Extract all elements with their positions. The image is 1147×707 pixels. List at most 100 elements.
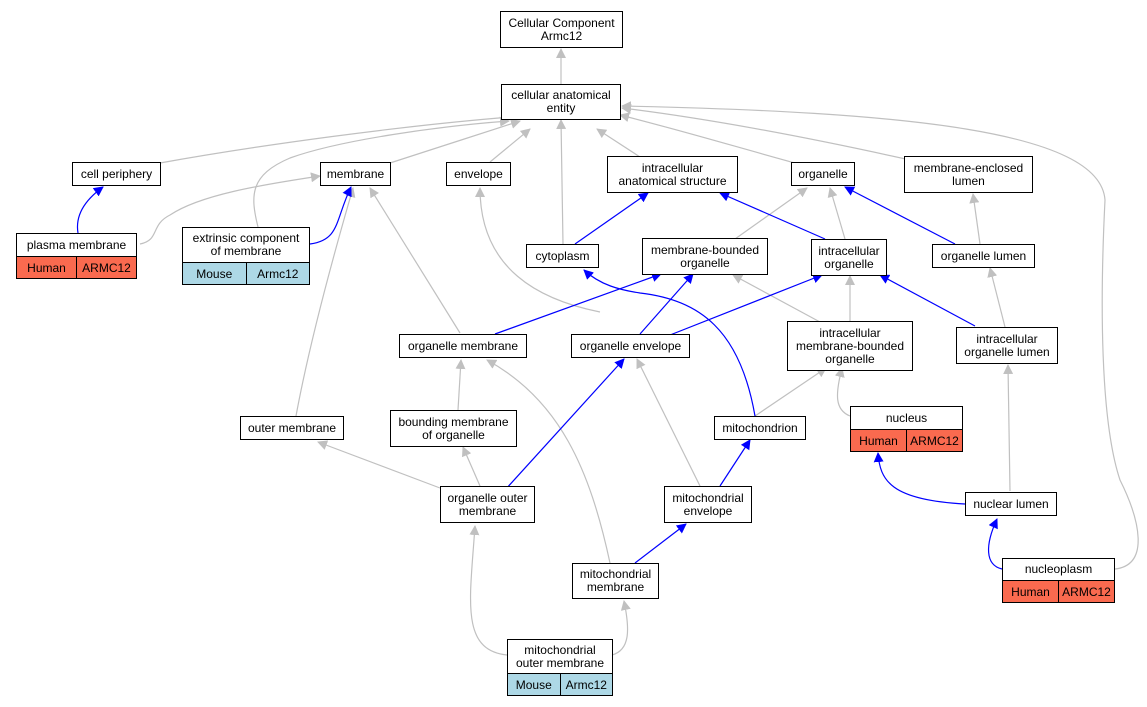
node-label: plasma membrane: [26, 237, 127, 252]
node-label: Cellular Component Armc12: [508, 15, 615, 43]
node-label: extrinsic component of membrane: [192, 231, 300, 258]
edge-ias-cae: [596, 128, 641, 158]
gene-cell: ARMC12: [906, 430, 962, 451]
node-intracellular-organelle-lumen[interactable]: intracellular organelle lumen: [956, 327, 1058, 364]
node-mitochondrion[interactable]: mitochondrion: [714, 416, 806, 440]
node-organelle-outer-membrane[interactable]: organelle outer membrane: [440, 486, 535, 523]
species-cell: Human: [17, 257, 76, 278]
node-plasma-membrane[interactable]: plasma membrane Human ARMC12: [16, 233, 137, 279]
node-mitochondrial-outer-membrane[interactable]: mitochondrial outer membrane Mouse Armc1…: [507, 639, 613, 696]
edge-plasmamembrane-cellperiphery: [76, 186, 104, 234]
edge-outermembrane-membrane: [295, 187, 356, 417]
edge-extrinsic-cae: [253, 116, 510, 228]
edge-organelleenvelope-envelope: [475, 187, 601, 313]
node-mitochondrial-membrane[interactable]: mitochondrial membrane: [572, 563, 659, 599]
species-cell: Mouse: [508, 674, 560, 695]
edge-oom-organelleenvelope: [504, 358, 625, 491]
edge-plasmamembrane-membrane: [139, 172, 321, 245]
gene-cell: ARMC12: [76, 257, 136, 278]
node-nuclear-lumen[interactable]: nuclear lumen: [965, 492, 1057, 516]
node-label: cell periphery: [80, 166, 153, 181]
node-label: nucleoplasm: [1024, 562, 1093, 576]
edge-nucleus-imbo: [834, 367, 851, 417]
node-mitochondrial-envelope[interactable]: mitochondrial envelope: [664, 486, 752, 523]
node-membrane[interactable]: membrane: [320, 162, 391, 186]
edge-nucleoplasm-cae: [621, 101, 1139, 570]
node-label: intracellular membrane-bounded organelle: [795, 325, 905, 366]
species-cell: Human: [1003, 581, 1058, 602]
gene-cell: Armc12: [245, 263, 309, 284]
node-outer-membrane[interactable]: outer membrane: [240, 416, 344, 440]
node-label: intracellular organelle: [818, 243, 880, 271]
node-organelle-membrane[interactable]: organelle membrane: [399, 334, 527, 358]
node-label: intracellular organelle lumen: [964, 331, 1050, 359]
annotation-row: Mouse Armc12: [183, 262, 309, 284]
node-organelle-lumen[interactable]: organelle lumen: [932, 244, 1035, 268]
edge-io-ias: [719, 192, 826, 240]
node-label: nucleus: [885, 410, 928, 425]
node-label: intracellular anatomical structure: [618, 160, 727, 188]
annotation-row: Human ARMC12: [851, 429, 962, 451]
node-organelle[interactable]: organelle: [791, 162, 855, 186]
edge-oom-outermembrane: [317, 440, 441, 489]
node-label: membrane-bounded organelle: [650, 242, 760, 270]
edge-nucleoplasm-nuclearlumen: [987, 518, 1003, 570]
node-membrane-bounded-organelle[interactable]: membrane-bounded organelle: [642, 238, 768, 275]
edge-nuclearlumen-iol: [1003, 364, 1014, 492]
node-label: mitochondrial outer membrane: [515, 642, 605, 670]
node-label: envelope: [454, 166, 503, 181]
edge-imbo-mbo: [732, 274, 821, 323]
edge-mom-mitomembrane: [611, 600, 631, 656]
node-label: mitochondrial envelope: [672, 490, 744, 518]
gene-cell: ARMC12: [1058, 581, 1114, 602]
node-label: mitochondrion: [722, 420, 798, 435]
edge-iol-io: [879, 274, 976, 327]
node-extrinsic-component-of-membrane[interactable]: extrinsic component of membrane Mouse Ar…: [182, 227, 310, 285]
node-nucleus[interactable]: nucleus Human ARMC12: [850, 406, 963, 452]
edge-extrinsic-membrane: [309, 186, 352, 245]
node-intracellular-anatomical-structure[interactable]: intracellular anatomical structure: [607, 156, 738, 193]
edge-iol-organellelumen: [987, 267, 1006, 328]
edge-boundingmembrane-organellemembrane: [455, 359, 466, 411]
node-label: mitochondrial membrane: [579, 567, 652, 594]
node-cellular-component-armc12[interactable]: Cellular Component Armc12: [500, 11, 623, 48]
node-label: membrane: [326, 166, 385, 181]
node-intracellular-organelle[interactable]: intracellular organelle: [811, 239, 887, 276]
node-cellular-anatomical-entity[interactable]: cellular anatomical entity: [501, 84, 621, 120]
node-label: bounding membrane of organelle: [398, 414, 509, 442]
species-cell: Human: [851, 430, 906, 451]
node-intracellular-membrane-bounded-organelle[interactable]: intracellular membrane-bounded organelle: [787, 321, 913, 371]
edge-nuclearlumen-nucleus: [873, 452, 966, 505]
edge-organellelumen-organelle: [844, 186, 956, 245]
node-nucleoplasm[interactable]: nucleoplasm Human ARMC12: [1002, 558, 1115, 603]
node-membrane-enclosed-lumen[interactable]: membrane-enclosed lumen: [904, 156, 1033, 193]
edge-organellemembrane-mbo: [494, 272, 662, 335]
edge-mitoenvelope-mitochondrion: [719, 439, 751, 487]
edge-mitomembrane-organellemembrane: [486, 359, 611, 564]
node-bounding-membrane-of-organelle[interactable]: bounding membrane of organelle: [390, 410, 517, 447]
node-envelope[interactable]: envelope: [446, 162, 511, 186]
edge-cellperiphery-cae: [159, 112, 512, 164]
node-cell-periphery[interactable]: cell periphery: [72, 162, 161, 186]
node-label: outer membrane: [247, 420, 337, 435]
node-label: organelle envelope: [579, 338, 682, 353]
edge-oom-boundingmembrane: [462, 446, 481, 487]
species-cell: Mouse: [183, 263, 246, 284]
edge-mitochondrion-imbo: [754, 367, 827, 417]
node-organelle-envelope[interactable]: organelle envelope: [571, 334, 690, 358]
node-label: membrane-enclosed lumen: [913, 160, 1024, 188]
edge-mitochondrion-cytoplasm: [583, 269, 756, 417]
edge-io-organelle: [827, 187, 846, 240]
node-label: organelle: [798, 166, 848, 181]
gene-cell: Armc12: [559, 674, 612, 695]
edge-organellemembrane-membrane: [369, 187, 461, 334]
edge-organelle-cae: [619, 112, 796, 164]
annotation-row: Mouse Armc12: [508, 673, 612, 695]
node-cytoplasm[interactable]: cytoplasm: [526, 244, 599, 268]
node-label: organelle outer membrane: [447, 490, 528, 518]
edge-mel-cae: [621, 104, 911, 161]
annotation-row: Human ARMC12: [1003, 580, 1114, 602]
edge-organelleenvelope-io: [664, 273, 823, 338]
